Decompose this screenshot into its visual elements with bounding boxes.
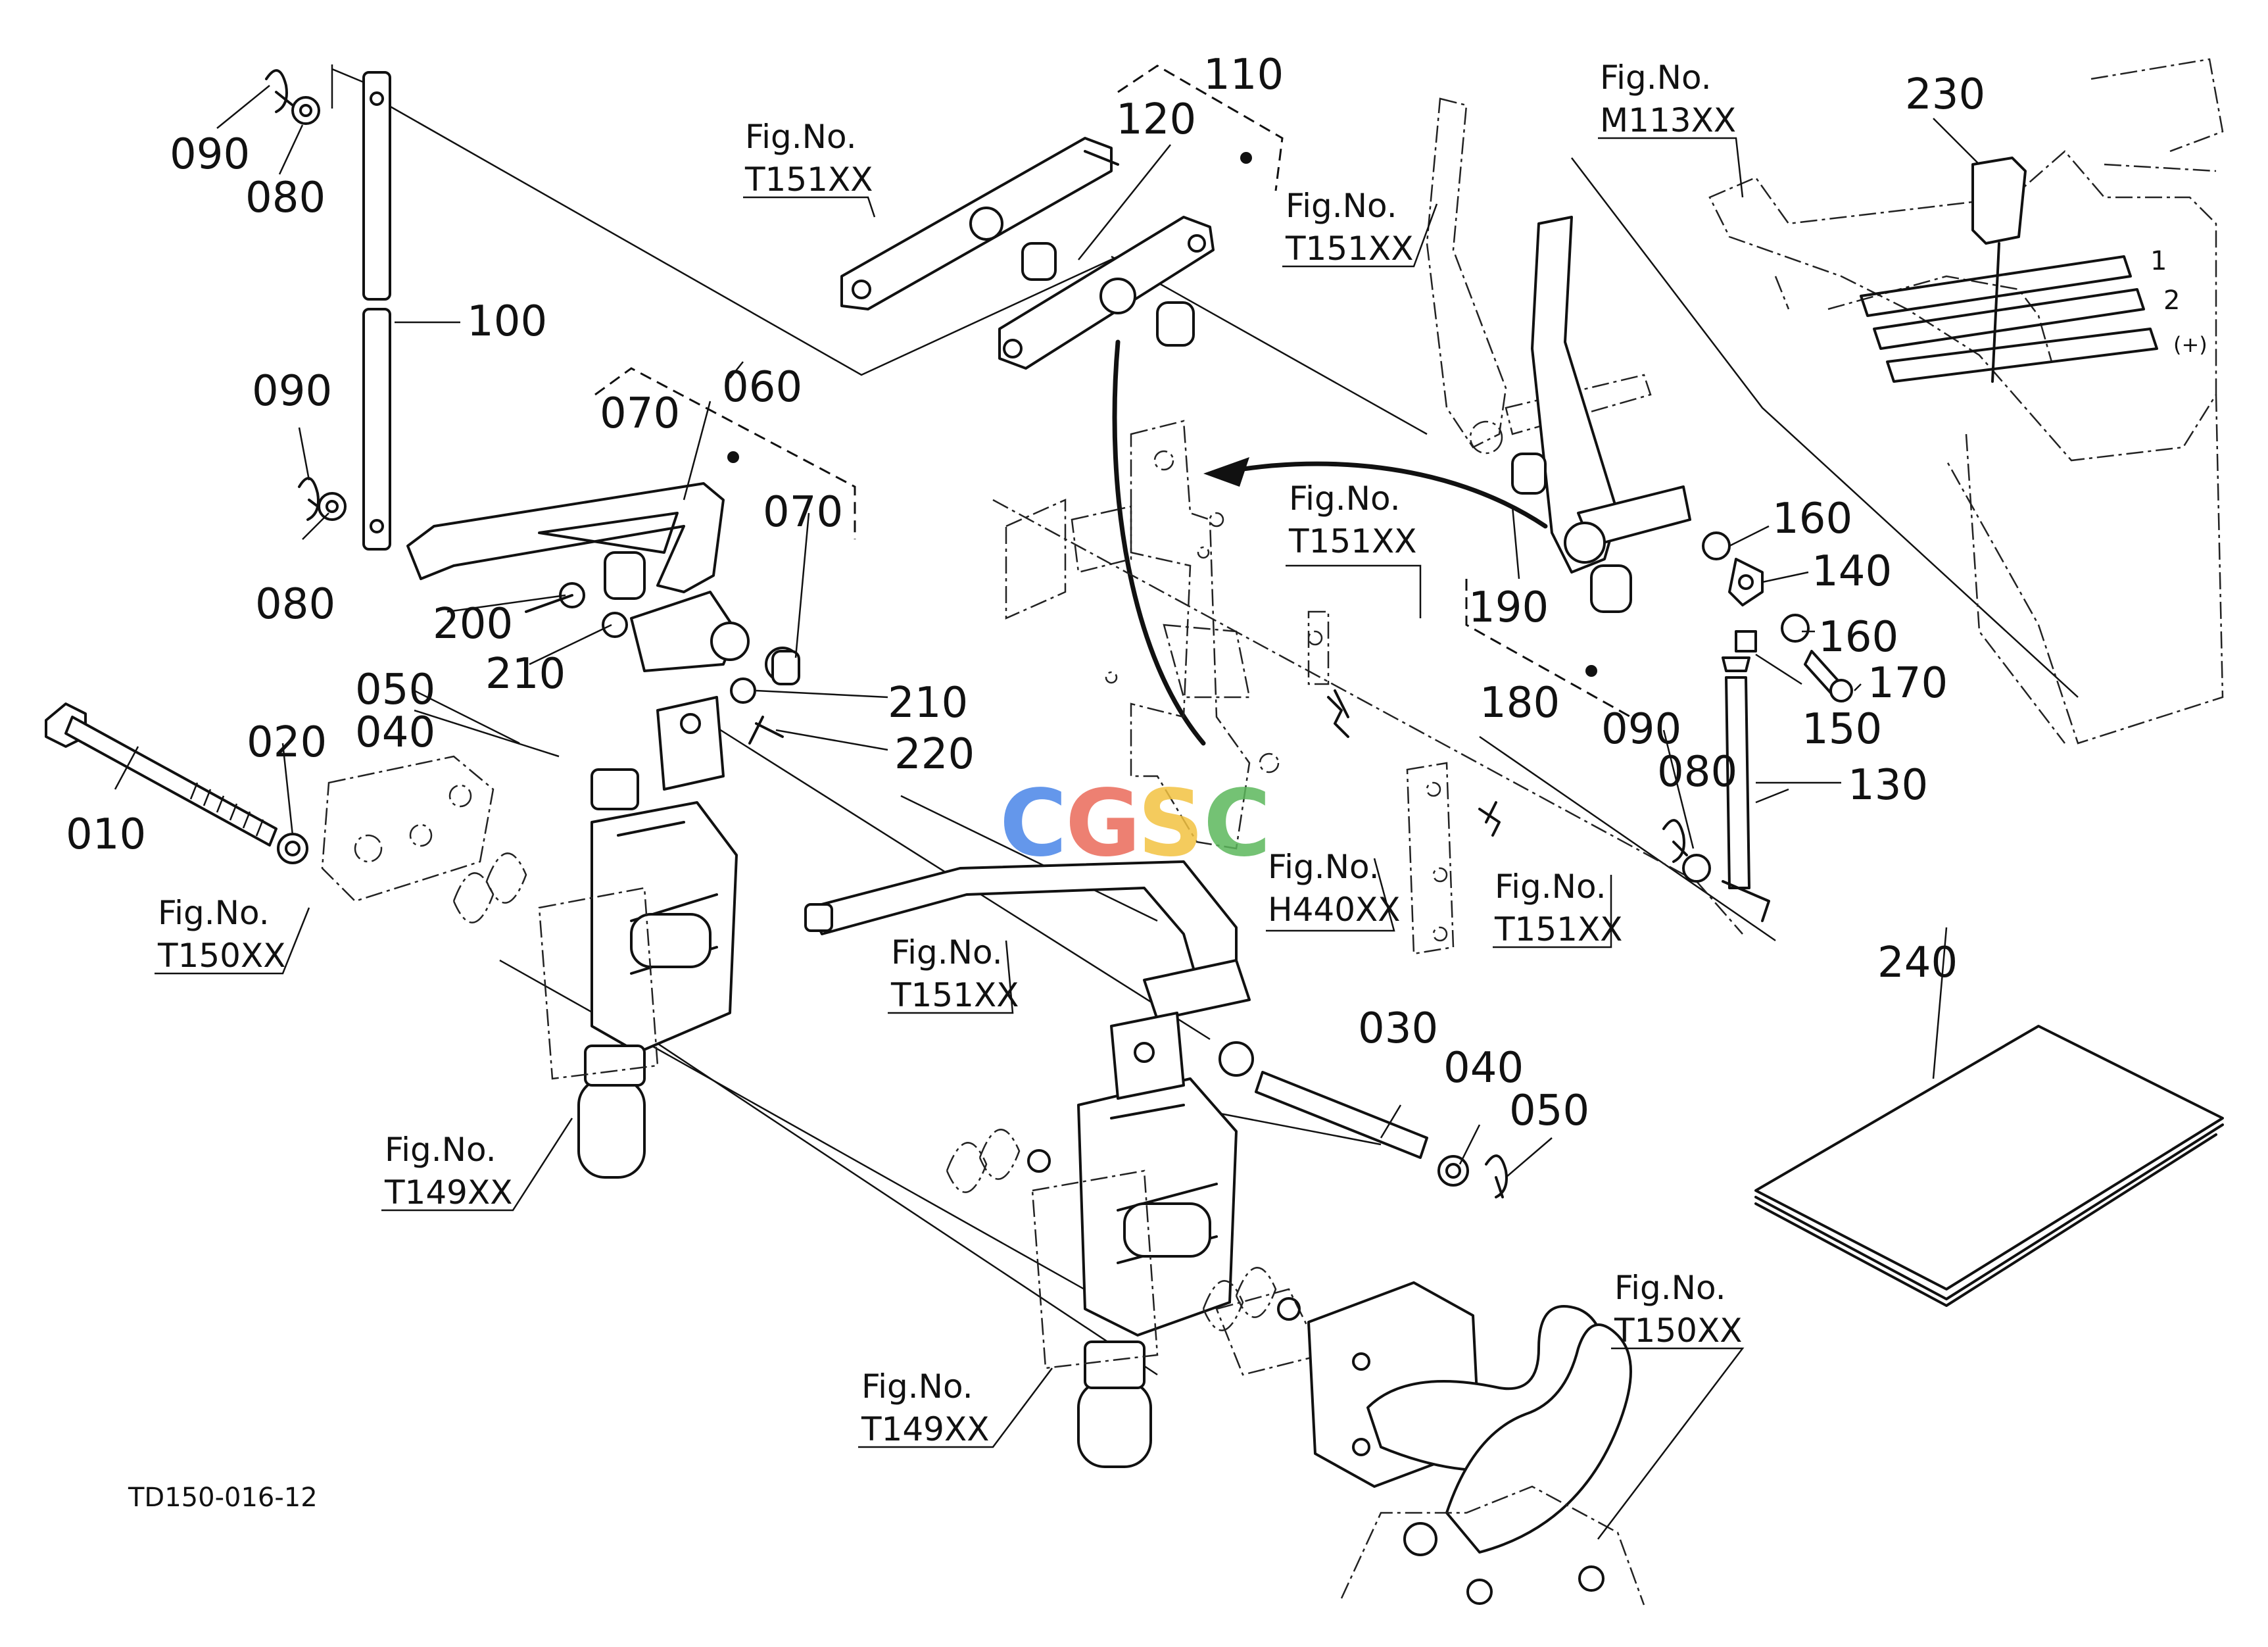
bracket-060 [594,367,856,539]
svg-text:Fig.No.: Fig.No. [385,1131,496,1169]
fig-ref-h440: Fig.No. H440XX [1268,848,1401,929]
clip-washer-upper [265,69,347,521]
part-200: 200 [433,600,513,649]
part-010: 010 [66,810,146,859]
watermark-c2: C [1203,770,1271,877]
bolt-010 [45,702,308,864]
leader-lines [114,85,1862,1178]
watermark-s: S [1138,770,1204,877]
gear-mark-1: 1 [2150,246,2167,276]
svg-text:Fig.No.: Fig.No. [891,933,1003,971]
svg-text:Fig.No.: Fig.No. [1614,1269,1726,1307]
svg-text:T151XX: T151XX [744,160,873,199]
svg-text:Fig.No.: Fig.No. [745,118,857,156]
svg-text:Fig.No.: Fig.No. [1289,479,1401,518]
bracket-180 [1465,579,1631,718]
svg-text:H440XX: H440XX [1268,891,1401,929]
watermark: C G S C [1000,770,1271,877]
part-100: 100 [467,297,547,346]
block-lower-right [1202,1267,1645,1606]
part-090-c: 090 [1601,705,1681,754]
drawing: C G S C [45,58,2224,1606]
part-110: 110 [1203,51,1284,99]
fig-ref-lines [155,137,1745,1540]
part-140: 140 [1812,547,1892,596]
part-180: 180 [1480,679,1560,727]
svg-text:T151XX: T151XX [1494,910,1622,948]
part-190: 190 [1468,583,1549,632]
operator-manual-240 [1754,927,2224,1307]
diagram-code: TD150-016-12 [128,1483,318,1513]
part-080-a: 080 [245,174,326,222]
part-030: 030 [1358,1004,1438,1053]
part-050-a: 050 [355,666,435,714]
svg-text:T150XX: T150XX [1614,1312,1742,1350]
part-120: 120 [1116,95,1196,144]
valve-block-center [946,1012,1323,1468]
part-060: 060 [722,363,802,412]
part-160-b: 160 [1818,613,1898,662]
fig-ref-t149-b: Fig.No. T149XX [861,1367,989,1448]
link-assembly-110 [840,137,1252,370]
fig-ref-t151-b: Fig.No. T151XX [1285,187,1413,268]
fig-ref-t150-b: Fig.No. T150XX [1614,1269,1742,1350]
part-090-a: 090 [170,130,250,179]
svg-text:T149XX: T149XX [384,1173,512,1212]
svg-text:Fig.No.: Fig.No. [1600,59,1712,97]
svg-text:Fig.No.: Fig.No. [861,1367,973,1406]
part-170: 170 [1868,659,1948,708]
part-080-c: 080 [1657,748,1737,797]
svg-text:M113XX: M113XX [1600,101,1736,139]
assembly-arrow [1112,339,1548,746]
part-040-a: 040 [355,708,435,757]
gear-marks: 1 2 (+) [2150,246,2208,357]
part-090-b: 090 [252,367,332,416]
lever-060 [406,451,800,745]
svg-text:T151XX: T151XX [1285,230,1413,268]
svg-text:T151XX: T151XX [1288,522,1416,560]
fig-ref-t150-a: Fig.No. T150XX [157,894,285,975]
pto-housing [1708,58,2224,745]
svg-text:T151XX: T151XX [890,976,1019,1014]
leader-230 [1933,118,1980,165]
lever-180 [1426,97,1853,922]
part-210-a: 210 [485,650,566,699]
svg-text:Fig.No.: Fig.No. [158,894,270,932]
part-040-b: 040 [1443,1044,1524,1093]
rod-100 [331,64,391,551]
watermark-g: G [1065,770,1141,877]
watermark-c1: C [1000,770,1067,877]
svg-text:Fig.No.: Fig.No. [1495,868,1606,906]
part-080-b: 080 [255,580,335,629]
gear-mark-2: 2 [2163,285,2180,316]
fig-ref-m113: Fig.No. M113XX [1600,59,1736,139]
part-220: 220 [894,730,975,779]
svg-text:T149XX: T149XX [861,1410,989,1448]
part-240: 240 [1877,939,1958,987]
part-130: 130 [1848,761,1928,810]
fig-ref-labels: Fig.No. T151XX Fig.No. T151XX Fig.No. M1… [157,59,1742,1448]
part-number-labels: 090 080 100 090 080 060 070 070 200 210 … [66,51,1985,1135]
fig-ref-t151-a: Fig.No. T151XX [744,118,873,199]
part-020: 020 [247,718,327,767]
fig-ref-t151-c: Fig.No. T151XX [1288,479,1416,560]
bent-rod [804,860,1251,1021]
part-070-b: 070 [763,488,843,537]
gear-mark-plus: (+) [2173,332,2208,357]
svg-text:T150XX: T150XX [157,937,285,975]
part-050-b: 050 [1509,1087,1589,1135]
fig-ref-t151-e: Fig.No. T151XX [890,933,1019,1014]
svg-text:Fig.No.: Fig.No. [1268,848,1380,886]
part-160-a: 160 [1772,495,1852,543]
fig-ref-t151-d: Fig.No. T151XX [1494,868,1622,948]
part-210-b: 210 [888,679,968,727]
valve-block-left [321,696,738,1179]
part-150: 150 [1802,705,1882,754]
bracket-110 [1117,64,1284,191]
fig-ref-t149-a: Fig.No. T149XX [384,1131,512,1212]
part-070-a: 070 [600,389,680,438]
svg-text:Fig.No.: Fig.No. [1286,187,1397,225]
part-230: 230 [1905,70,1985,119]
